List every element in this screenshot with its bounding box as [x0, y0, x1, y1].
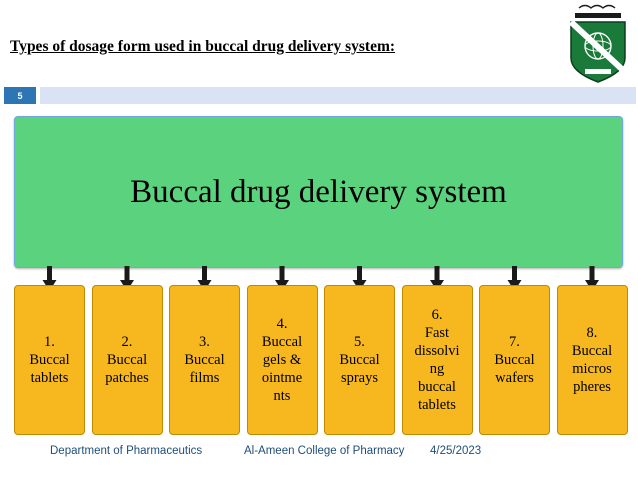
slide-number: 5 — [4, 87, 36, 104]
crest-icon — [568, 4, 628, 83]
footer-college: Al-Ameen College of Pharmacy — [244, 445, 405, 457]
child-node-label: 1. Buccal tablets — [29, 334, 70, 386]
child-node-4: 4. Buccal gels & ointme nts — [246, 285, 318, 435]
child-node-label: 2. Buccal patches — [105, 334, 149, 386]
slide-number-bar — [40, 87, 636, 104]
root-node-label: Buccal drug delivery system — [130, 173, 507, 210]
child-node-6: 6. Fast dissolvi ng buccal tablets — [401, 285, 473, 435]
slide-title: Types of dosage form used in buccal drug… — [10, 38, 396, 55]
child-node-label: 4. Buccal gels & ointme nts — [261, 316, 303, 404]
footer-date: 4/25/2023 — [430, 445, 482, 457]
child-node-label: 6. Fast dissolvi ng buccal tablets — [414, 307, 460, 413]
child-node-label: 8. Buccal micros pheres — [571, 325, 613, 395]
child-node-8: 8. Buccal micros pheres — [556, 285, 628, 435]
child-node-label: 5. Buccal sprays — [339, 334, 380, 386]
child-node-2: 2. Buccal patches — [91, 285, 163, 435]
child-node-label: 7. Buccal wafers — [494, 334, 535, 386]
child-node-7: 7. Buccal wafers — [479, 285, 550, 435]
child-node-1: 1. Buccal tablets — [14, 285, 85, 435]
child-node-3: 3. Buccal films — [169, 285, 240, 435]
root-node: Buccal drug delivery system — [14, 116, 623, 268]
child-node-label: 3. Buccal films — [184, 334, 225, 386]
child-node-5: 5. Buccal sprays — [324, 285, 395, 435]
child-nodes: 1. Buccal tablets 2. Buccal patches 3. Buc… — [14, 285, 628, 435]
footer-department: Department of Pharmaceutics — [50, 445, 203, 457]
college-crest-logo — [565, 2, 631, 84]
